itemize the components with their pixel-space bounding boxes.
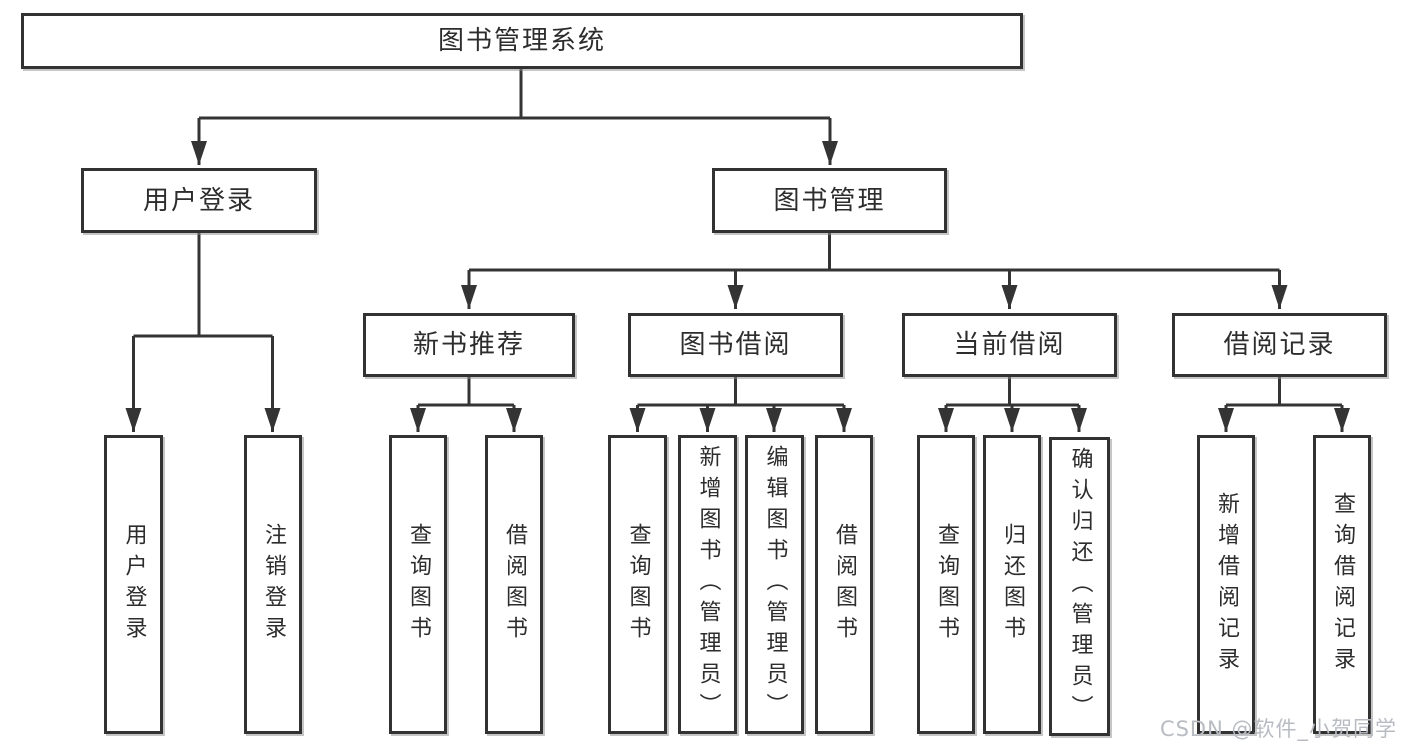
node-label: 编辑图书（管理员） [762, 445, 788, 724]
leaf-query-books-borrow: 查询图书 [608, 435, 667, 734]
node-label: 查询图书 [625, 522, 651, 647]
node-label: 新增图书（管理员） [695, 445, 721, 724]
node-borrow-records: 借阅记录 [1172, 313, 1387, 377]
leaf-query-books-current: 查询图书 [917, 435, 975, 734]
node-label: 注销登录 [261, 522, 286, 647]
node-label: 用户登录 [121, 522, 147, 647]
node-library-system: 图书管理系统 [21, 13, 1023, 69]
connector-spine [133, 69, 1342, 407]
leaf-add-books-admin: 新增图书（管理员） [678, 435, 737, 734]
leaf-logout-login: 注销登录 [244, 435, 302, 734]
leaf-query-books-recommend: 查询图书 [389, 435, 447, 734]
node-book-management: 图书管理 [712, 168, 947, 233]
node-label: 查询借阅记录 [1330, 491, 1355, 678]
leaf-borrow-books: 借阅图书 [815, 435, 873, 734]
node-label: 查询图书 [406, 522, 431, 647]
node-new-book-recommend: 新书推荐 [363, 313, 575, 377]
node-label: 图书管理系统 [437, 26, 606, 56]
leaf-add-borrow-record: 新增借阅记录 [1197, 435, 1255, 734]
leaf-borrow-books-recommend: 借阅图书 [485, 435, 543, 734]
leaf-edit-books-admin: 编辑图书（管理员） [745, 435, 804, 734]
node-label: 当前借阅 [953, 330, 1066, 360]
node-label: 查询图书 [934, 522, 959, 647]
node-current-borrowing: 当前借阅 [902, 313, 1117, 377]
node-label: 借阅记录 [1223, 330, 1336, 360]
node-book-borrowing: 图书借阅 [628, 313, 843, 377]
node-label: 用户登录 [142, 185, 255, 216]
node-label: 图书管理 [773, 185, 886, 216]
node-label: 确认归还（管理员） [1067, 447, 1093, 726]
node-label: 新增借阅记录 [1214, 491, 1239, 678]
leaf-confirm-return-admin: 确认归还（管理员） [1049, 437, 1110, 736]
leaf-query-borrow-record: 查询借阅记录 [1313, 435, 1371, 734]
node-label: 图书借阅 [679, 330, 792, 360]
node-user-login: 用户登录 [81, 168, 317, 233]
node-label: 新书推荐 [412, 330, 525, 360]
node-label: 借阅图书 [502, 522, 527, 647]
leaf-user-login: 用户登录 [104, 435, 163, 734]
node-label: 借阅图书 [832, 522, 857, 647]
leaf-return-books: 归还图书 [983, 435, 1041, 734]
csdn-watermark: CSDN @软件_小贺同学 [1159, 717, 1397, 741]
node-label: 归还图书 [1000, 522, 1025, 647]
